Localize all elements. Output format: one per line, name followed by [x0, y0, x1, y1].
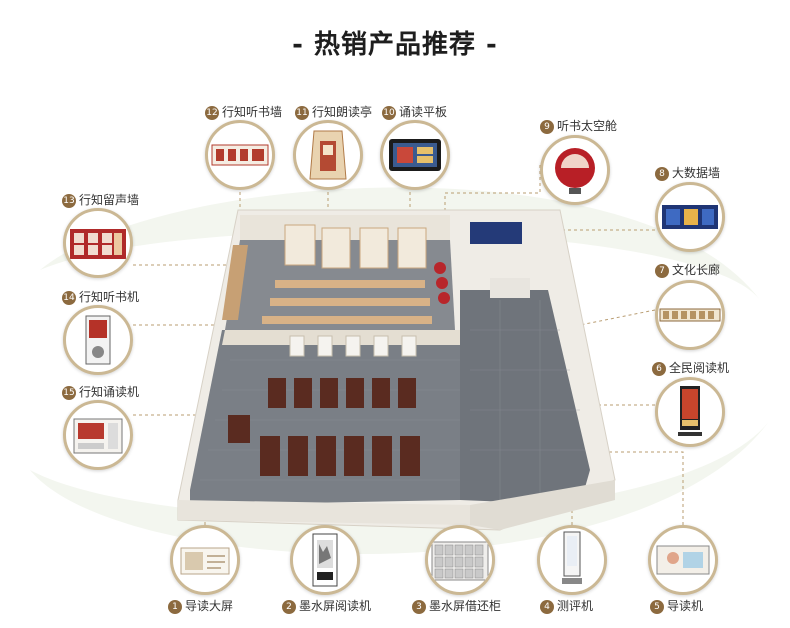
product-node-7 — [655, 280, 725, 350]
product-node-4 — [537, 525, 607, 595]
product-node-13 — [63, 208, 133, 278]
audio-wall-icon — [211, 144, 269, 166]
eink-reader-icon — [312, 533, 338, 587]
info-screen-icon — [180, 547, 230, 575]
product-node-8 — [655, 182, 725, 252]
guide-screen-icon — [656, 545, 710, 575]
data-wall-icon — [662, 205, 718, 229]
kiosk-stand-icon — [562, 531, 582, 584]
product-node-14 — [63, 305, 133, 375]
product-node-11 — [293, 120, 363, 190]
floor-right — [460, 290, 590, 505]
voice-wall-icon — [70, 229, 126, 259]
floor-main — [190, 330, 460, 505]
product-node-1 — [170, 525, 240, 595]
reading-booth-icon — [309, 130, 347, 180]
product-node-12 — [205, 120, 275, 190]
locker-cabinet-icon — [431, 541, 489, 581]
culture-banner-icon — [659, 308, 721, 322]
page-title: - 热销产品推荐 - — [292, 30, 498, 60]
audio-pod-icon — [555, 148, 595, 194]
reading-kiosk-icon — [678, 386, 702, 436]
product-node-6 — [655, 377, 725, 447]
product-node-10 — [380, 120, 450, 190]
audio-machine-icon — [85, 315, 111, 365]
product-node-2 — [290, 525, 360, 595]
product-node-3 — [425, 525, 495, 595]
product-node-9 — [540, 135, 610, 205]
product-node-5 — [648, 525, 718, 595]
tablet-icon — [389, 139, 441, 171]
recitation-machine-icon — [73, 418, 123, 454]
product-node-15 — [63, 400, 133, 470]
